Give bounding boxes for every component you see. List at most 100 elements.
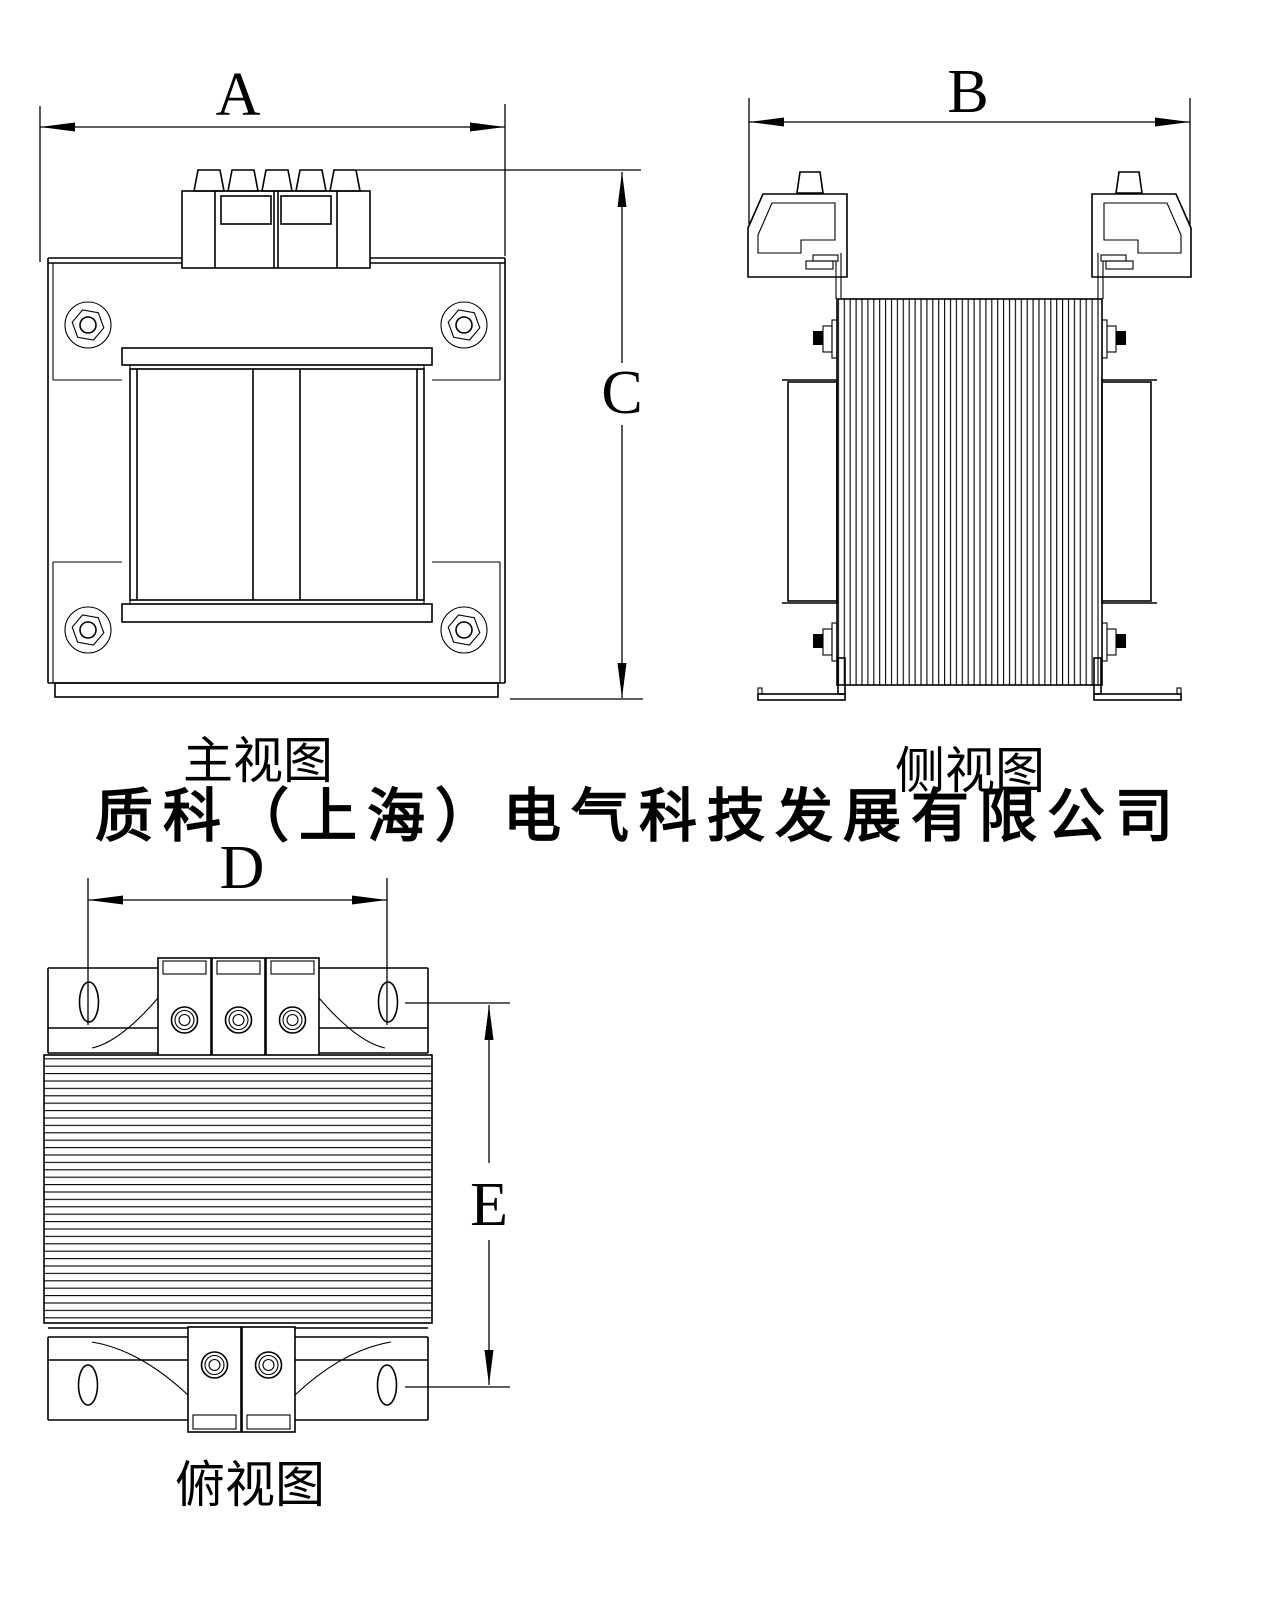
terminal-pin-icon bbox=[193, 169, 225, 192]
side-view: B bbox=[747, 58, 1192, 701]
mounting-slot-icon bbox=[78, 981, 100, 1023]
terminal-block-dividers bbox=[214, 191, 338, 268]
arrowhead-left-icon bbox=[40, 122, 75, 132]
foot-flange bbox=[1093, 693, 1182, 701]
terminal-screw-icon bbox=[200, 1351, 229, 1379]
mounting-foot-left bbox=[757, 657, 846, 701]
front-body bbox=[47, 257, 506, 698]
terminal-window-left bbox=[220, 195, 272, 225]
dimension-c: C bbox=[357, 169, 643, 700]
terminal-hook bbox=[1100, 254, 1127, 262]
mounting-slot-icon bbox=[376, 1364, 398, 1406]
arrowhead-right-icon bbox=[1155, 117, 1190, 127]
front-coil-assembly bbox=[121, 347, 433, 623]
terminal-screw-icon bbox=[254, 1351, 283, 1379]
mounting-slot-icon bbox=[77, 1364, 99, 1406]
cheek-plate bbox=[787, 381, 838, 602]
terminal-cap bbox=[216, 960, 261, 975]
front-view-label: 主视图 bbox=[183, 733, 333, 789]
coil-top-bar bbox=[121, 347, 433, 366]
terminal-tab-icon bbox=[1115, 171, 1143, 194]
bolt-nut bbox=[813, 634, 823, 648]
flange-outline bbox=[47, 1327, 429, 1421]
cheek-flanges bbox=[782, 379, 838, 604]
terminal-profile-inner bbox=[757, 202, 836, 254]
arrowhead-right-icon bbox=[352, 895, 387, 905]
arrowhead-up-icon bbox=[617, 172, 627, 207]
top-terminal-row-lower bbox=[187, 1326, 296, 1433]
side-terminal-right bbox=[1091, 171, 1192, 299]
arrowhead-right-icon bbox=[470, 122, 505, 132]
bolt-nut bbox=[813, 331, 823, 345]
dim-label-e: E bbox=[470, 1171, 508, 1239]
terminal-cap bbox=[162, 960, 207, 975]
mounting-slot-icon bbox=[377, 981, 399, 1023]
terminal-pin-icon bbox=[261, 169, 293, 192]
side-bolt bbox=[1101, 622, 1126, 662]
arrowhead-left-icon bbox=[749, 117, 784, 127]
dim-d-extension-lines bbox=[87, 878, 388, 1025]
wire-curves bbox=[91, 997, 386, 1049]
terminal-tab-icon bbox=[796, 171, 824, 194]
terminal-neck bbox=[1097, 253, 1104, 299]
dim-label-b: B bbox=[947, 58, 988, 126]
cheek-flanges bbox=[1101, 379, 1157, 604]
dimension-b: B bbox=[748, 58, 1191, 225]
terminal-hook bbox=[812, 254, 839, 262]
wire-curves bbox=[91, 1341, 392, 1396]
terminal-screw-icon bbox=[170, 1006, 199, 1034]
hex-bolt-icon bbox=[440, 606, 488, 654]
terminal-screw-icon bbox=[224, 1006, 253, 1034]
cheek-plate bbox=[1101, 381, 1152, 602]
side-bolt bbox=[1101, 319, 1126, 359]
bolt-washer bbox=[1106, 628, 1117, 656]
flange-outline bbox=[47, 967, 429, 1054]
dim-label-c: C bbox=[601, 359, 642, 427]
terminal-profile-outer bbox=[1091, 193, 1192, 278]
terminal-pin-icon bbox=[227, 169, 259, 192]
top-view-label: 俯视图 bbox=[175, 1457, 325, 1513]
arrowhead-up-icon bbox=[484, 1005, 494, 1040]
terminal-clip bbox=[1105, 260, 1134, 270]
terminal-profile-outer bbox=[747, 193, 848, 278]
bolt-nut bbox=[1116, 634, 1126, 648]
bolt-washer bbox=[1106, 325, 1117, 353]
front-clamp-panels bbox=[52, 263, 501, 683]
laminated-core-plan bbox=[43, 1054, 433, 1324]
terminal-clip bbox=[805, 260, 834, 270]
dimension-a: A bbox=[39, 61, 506, 262]
top-flange-lower bbox=[47, 1327, 429, 1421]
terminal-pin-icon bbox=[329, 169, 361, 192]
terminal-neck bbox=[835, 253, 842, 299]
bolt-washer bbox=[822, 628, 833, 656]
front-view: A bbox=[39, 61, 643, 700]
front-body-bottom-lip bbox=[54, 682, 499, 698]
foot-lip bbox=[1176, 687, 1182, 695]
dim-b-extension-lines bbox=[748, 98, 1191, 225]
hex-bolt-icon bbox=[440, 301, 488, 349]
top-flange-upper bbox=[47, 967, 429, 1054]
front-body-top-edge bbox=[48, 257, 505, 264]
bobbin-cheek-right bbox=[1101, 379, 1157, 604]
bolt-washer bbox=[822, 325, 833, 353]
top-terminal-row-upper bbox=[157, 957, 320, 1058]
coil-bottom-bar bbox=[121, 603, 433, 623]
hex-bolt-icon bbox=[64, 606, 112, 654]
arrowhead-down-icon bbox=[484, 1350, 494, 1385]
front-body-outline bbox=[47, 258, 506, 684]
coil-section-lines bbox=[136, 369, 418, 600]
terminal-window-right bbox=[280, 195, 332, 225]
mounting-foot-right bbox=[1093, 657, 1182, 701]
terminal-block bbox=[241, 1326, 296, 1433]
dimension-d: D bbox=[87, 834, 388, 1025]
terminal-cap bbox=[246, 1414, 291, 1430]
terminal-profile-inner bbox=[1103, 202, 1182, 254]
side-bolt bbox=[813, 622, 838, 662]
dim-a-extension-lines bbox=[39, 104, 506, 262]
laminated-core bbox=[836, 298, 1103, 686]
dimension-e: E bbox=[405, 1002, 510, 1388]
bolt-nut bbox=[1116, 331, 1126, 345]
terminal-screw-icon bbox=[278, 1006, 307, 1034]
